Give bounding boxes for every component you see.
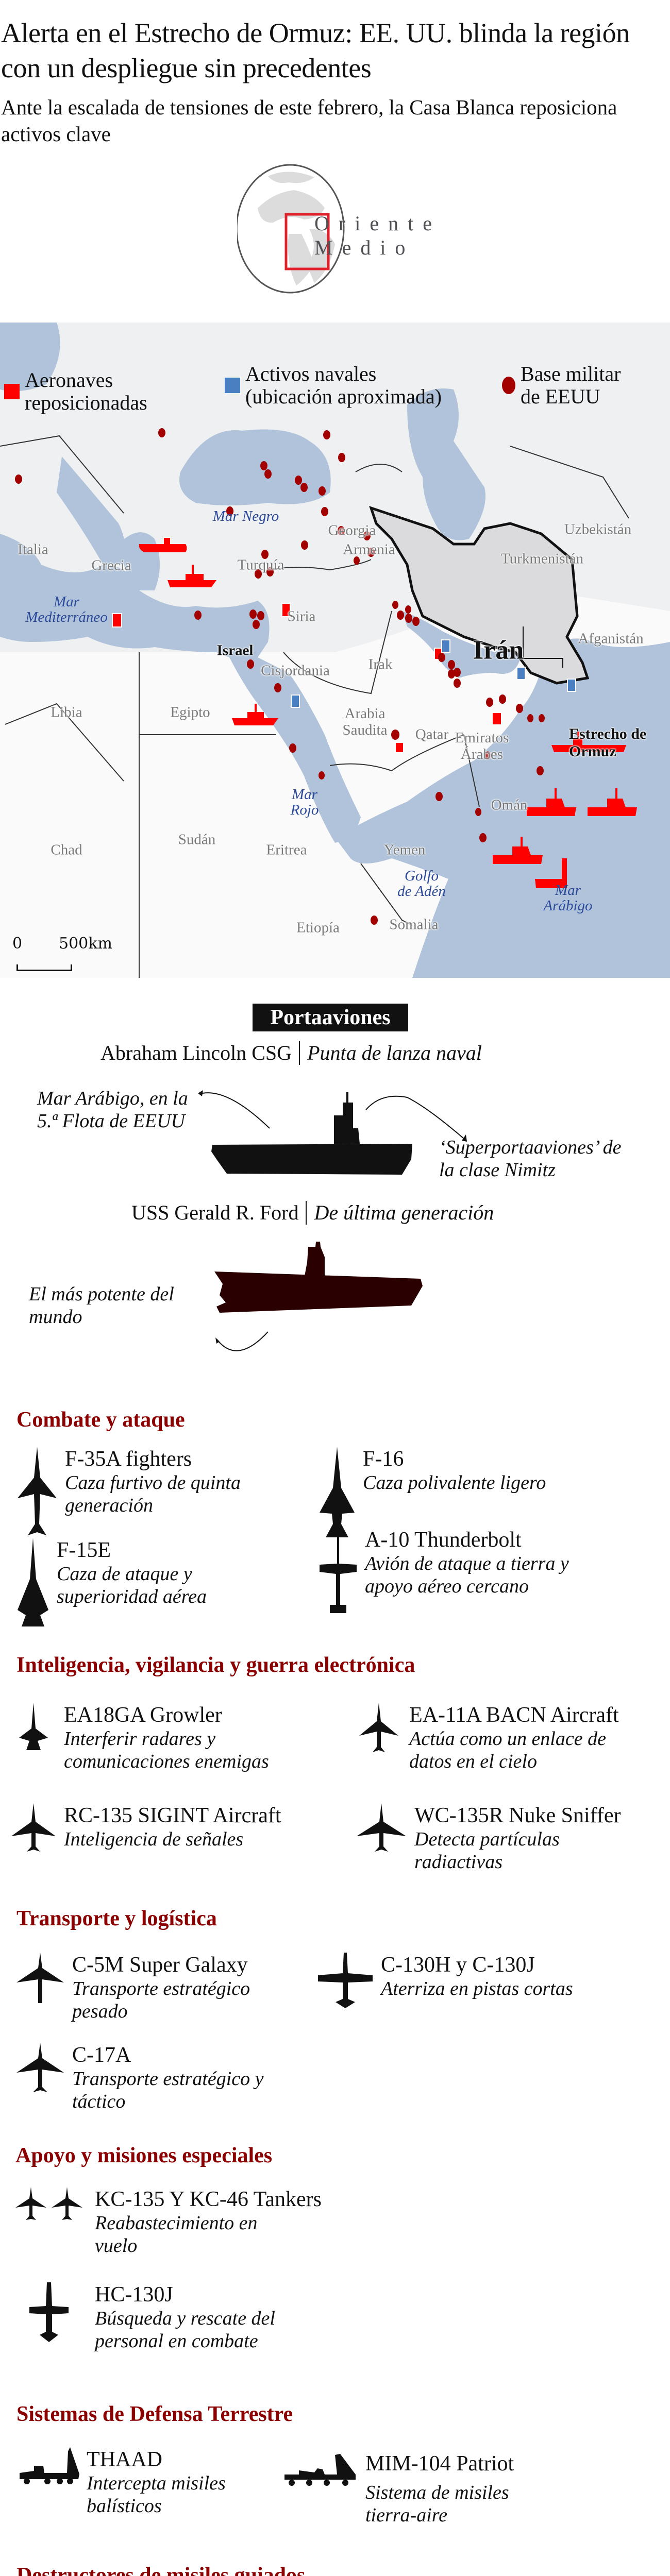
label-oman: Omán [491, 796, 528, 814]
label-egipto: Egipto [170, 704, 210, 721]
aircraft-carrier-ford-icon [214, 1242, 423, 1351]
cargo-plane-icon [15, 1953, 65, 2004]
blue-square-icon [225, 378, 240, 393]
category-support: Apoyo y misiones especiales [15, 2144, 273, 2167]
carrier-ford-note: El más potente del mundo [29, 1283, 174, 1328]
attack-plane-icon [319, 1528, 358, 1620]
red-dot-icon [502, 377, 515, 394]
base-markers [15, 428, 545, 925]
category-combat: Combate y ataque [16, 1408, 185, 1432]
label-turquia: Turquía [237, 556, 284, 573]
carriers-badge: Portaaviones [253, 1004, 408, 1031]
naval-markers [291, 639, 576, 708]
cargo-plane-icon [15, 2043, 65, 2094]
carrier-lincoln-note-right: ‘Superportaaviones’ de la clase Nimitz [439, 1137, 622, 1181]
jet-fighter-icon [10, 1703, 57, 1754]
label-sudan: Sudán [178, 831, 216, 848]
label-turkmenistan: Turkmenistán [500, 550, 584, 567]
label-etiopia: Etiopía [296, 919, 340, 936]
label-iran: Irán [473, 635, 524, 665]
label-italia: Italia [18, 541, 48, 558]
legend-naval: Activos navales(ubicación aproximada) [225, 363, 442, 408]
missile-launcher-icon [19, 2447, 79, 2488]
missile-launcher-icon [281, 2451, 358, 2493]
large-plane-icon [356, 1803, 407, 1855]
label-grecia: Grecia [91, 557, 131, 574]
category-transport: Transporte y logística [16, 1907, 217, 1930]
locator-label: Oriente Medio [314, 212, 441, 259]
label-armenia: Armenia [343, 541, 395, 558]
label-irak: Irak [368, 656, 393, 673]
label-georgia: Georgia [328, 522, 376, 539]
label-cisjordania: Cisjordania [261, 662, 330, 679]
category-intelligence: Inteligencia, vigilancia y guerra electr… [16, 1653, 415, 1677]
page-title: Alerta en el Estrecho de Ormuz: EE. UU. … [1, 18, 630, 83]
label-eritrea: Eritrea [266, 841, 307, 858]
label-emiratos: Emiratos Árabes [455, 730, 509, 762]
jet-fighter-icon [16, 1447, 58, 1539]
category-destroyers: Destructores de misiles guiados [16, 2564, 306, 2576]
naval-ship-markers [139, 538, 637, 888]
label-israel: Israel [216, 642, 254, 659]
label-yemen: Yemen [383, 841, 426, 858]
label-arabia-saudita: Arabia Saudita [342, 705, 388, 738]
label-qatar: Qatar [415, 726, 449, 743]
locator-globe: Oriente Medio [236, 162, 454, 296]
aircraft-carrier-icon [198, 1090, 467, 1175]
label-chad: Chad [51, 841, 82, 858]
label-uzbekistan: Uzbekistán [564, 521, 632, 538]
turboprop-plane-icon [317, 1953, 374, 2009]
label-somalia: Somalia [389, 916, 439, 933]
map-basemap [0, 323, 670, 978]
carrier-lincoln-note-left: Mar Arábigo, en la 5.ª Flota de EEUU [37, 1088, 188, 1132]
label-siria: Siria [287, 608, 316, 625]
turboprop-plane-icon [10, 2282, 88, 2344]
globe-icon [236, 164, 345, 294]
label-libia: Libia [51, 704, 82, 721]
label-afganistan: Afganistán [578, 630, 644, 647]
category-ground-defense: Sistemas de Defensa Terrestre [16, 2402, 293, 2426]
page-subtitle: Ante la escalada de tensiones de este fe… [1, 95, 617, 146]
tanker-planes-icon [15, 2187, 88, 2223]
red-square-icon [4, 384, 20, 399]
label-mar-negro: Mar Negro [212, 508, 279, 524]
jet-fighter-icon [319, 1447, 356, 1539]
large-plane-icon [10, 1803, 57, 1855]
jet-plane-icon [356, 1703, 402, 1754]
jet-fighter-icon [16, 1538, 49, 1631]
